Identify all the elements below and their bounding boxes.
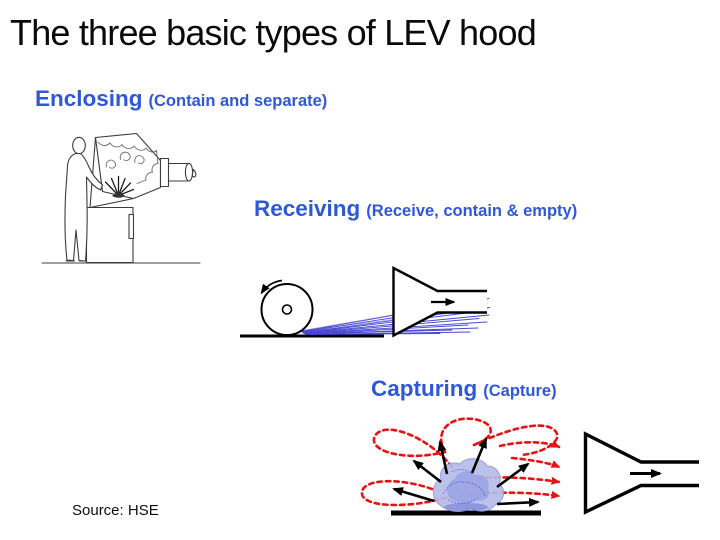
source-credit: Source: HSE bbox=[72, 502, 159, 519]
capturing-label: Capturing bbox=[371, 376, 478, 401]
slide-title: The three basic types of LEV hood bbox=[10, 12, 537, 53]
receiving-label: Receiving bbox=[254, 196, 361, 221]
emission-arrows bbox=[392, 437, 540, 507]
receiving-heading: Receiving (Receive, contain & empty) bbox=[254, 196, 577, 222]
enclosing-heading: Enclosing (Contain and separate) bbox=[35, 86, 327, 112]
receiving-hood bbox=[392, 266, 487, 338]
receiving-hood-illustration bbox=[240, 266, 491, 338]
capturing-qualifier: (Capture) bbox=[483, 382, 557, 400]
extract-duct bbox=[159, 157, 197, 188]
spark-burst bbox=[104, 175, 135, 198]
rotation-arrow bbox=[260, 279, 283, 295]
grinding-wheel bbox=[260, 279, 314, 336]
worker-figure bbox=[64, 136, 104, 262]
capturing-hood-illustration bbox=[360, 417, 699, 516]
capturing-hood bbox=[583, 431, 699, 515]
receiving-qualifier: (Receive, contain & empty) bbox=[366, 202, 578, 220]
cabinet bbox=[85, 206, 135, 264]
enclosing-hood-illustration bbox=[41, 132, 201, 264]
capturing-heading: Capturing (Capture) bbox=[371, 376, 557, 402]
contaminant-cloud bbox=[432, 458, 505, 513]
enclosing-booth bbox=[89, 132, 162, 209]
enclosing-qualifier: (Contain and separate) bbox=[148, 92, 328, 110]
enclosing-label: Enclosing bbox=[35, 86, 143, 111]
